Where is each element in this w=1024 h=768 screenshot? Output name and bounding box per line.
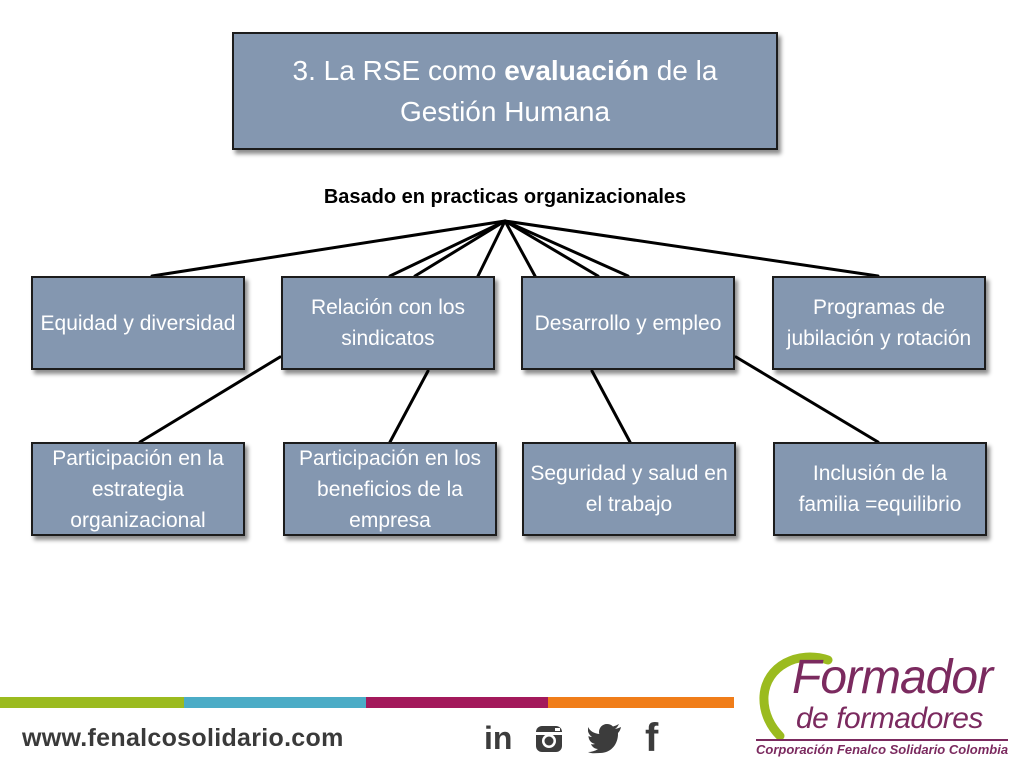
twitter-icon[interactable] <box>588 724 622 754</box>
title-suffix: de la <box>648 55 718 86</box>
box-sindicatos-label: Relación con los sindicatos <box>310 296 466 350</box>
box-estrategia-label: Participación en la estrategia organizac… <box>52 446 224 532</box>
title-bold: evaluación <box>504 55 649 86</box>
connector-desarrollo-b <box>503 219 600 278</box>
footer-stripe-orange <box>548 697 734 708</box>
linkedin-icon[interactable]: in <box>484 720 513 756</box>
facebook-icon[interactable]: f <box>645 716 659 760</box>
connector-sindicatos-b <box>413 219 507 278</box>
box-beneficios-label: Participación en los beneficios de la em… <box>298 446 482 532</box>
footer-stripe-teal <box>184 697 366 708</box>
title-prefix: 3. La RSE como <box>292 55 505 86</box>
box-familia: Inclusión de la familia =equilibrio <box>773 442 987 536</box>
connector-estrategia <box>138 355 282 444</box>
logo-arc-icon <box>759 652 833 741</box>
box-estrategia: Participación en la estrategia organizac… <box>31 442 245 536</box>
logo-line-1: Formador <box>792 651 993 704</box>
box-desarrollo: Desarrollo y empleo <box>521 276 735 370</box>
logo-divider <box>756 739 1008 741</box>
box-equidad: Equidad y diversidad <box>31 276 245 370</box>
connector-sindicatos-c <box>476 219 507 278</box>
connector-beneficios <box>388 369 430 444</box>
box-beneficios: Participación en los beneficios de la em… <box>283 442 497 536</box>
box-sindicatos: Relación con los sindicatos <box>281 276 495 370</box>
footer-stripe-green <box>0 697 184 708</box>
box-equidad-label: Equidad y diversidad <box>40 311 236 335</box>
box-desarrollo-label: Desarrollo y empleo <box>534 311 722 335</box>
connector-desarrollo-a <box>503 219 537 278</box>
connector-familia <box>734 355 880 444</box>
box-jubilacion: Programas de jubilación y rotación <box>772 276 986 370</box>
connector-seguridad <box>590 369 632 444</box>
box-familia-label: Inclusión de la familia =equilibrio <box>798 462 962 516</box>
logo-line-2: de formadores <box>796 702 983 735</box>
title-line-1: 3. La RSE como evaluación de la <box>293 50 718 91</box>
footer-stripe-magenta <box>366 697 548 708</box>
logo: Formador de formadores Corporación Fenal… <box>750 648 1014 760</box>
title-line-2: Gestión Humana <box>399 96 611 127</box>
connector-jubilacion <box>503 219 880 278</box>
subtitle: Basado en practicas organizacionales <box>323 186 687 208</box>
website-link[interactable]: www.fenalcosolidario.com <box>22 724 344 752</box>
connector-sindicatos-a <box>388 219 507 278</box>
box-seguridad-label: Seguridad y salud en el trabajo <box>530 462 728 516</box>
logo-line-3: Corporación Fenalco Solidario Colombia <box>756 742 1009 757</box>
instagram-icon[interactable] <box>534 724 564 754</box>
connector-desarrollo-c <box>503 219 630 278</box>
box-seguridad: Seguridad y salud en el trabajo <box>522 442 736 536</box>
title-box: 3. La RSE como evaluación de la Gestión … <box>232 32 778 150</box>
box-jubilacion-label: Programas de jubilación y rotación <box>786 296 972 350</box>
connector-equidad <box>150 219 507 278</box>
